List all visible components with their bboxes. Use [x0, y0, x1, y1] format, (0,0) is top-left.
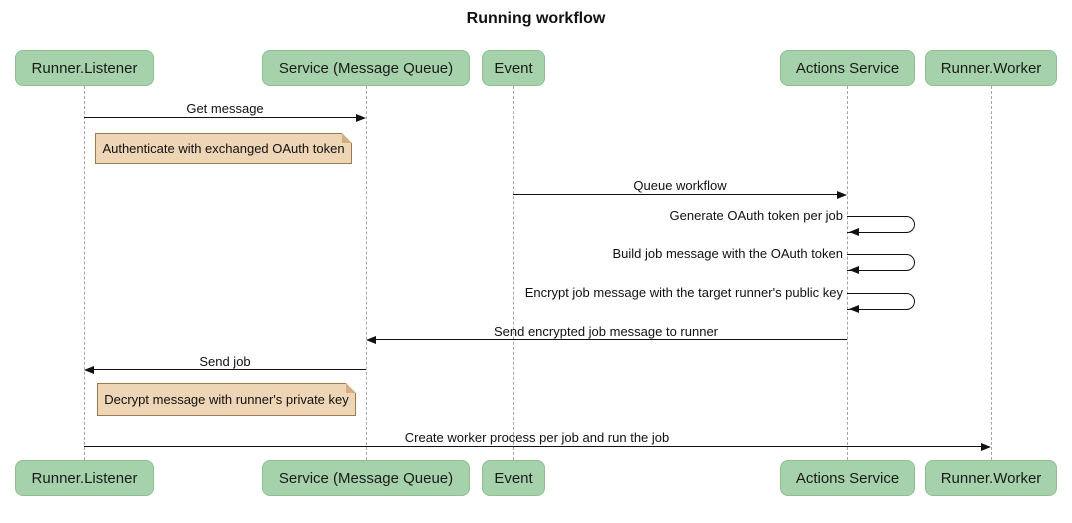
- arrowhead-right-icon: [837, 190, 847, 199]
- self-loop-generate-oauth-token: [847, 216, 915, 233]
- actor-bottom-event: Event: [482, 460, 545, 496]
- message-label-queue-workflow: Queue workflow: [633, 178, 727, 193]
- message-label-build-job-message: Build job message with the OAuth token: [612, 246, 843, 261]
- actor-top-service-message-queue: Service (Message Queue): [262, 50, 470, 86]
- arrowhead-left-icon: [849, 304, 859, 313]
- message-label-encrypt-job-message: Encrypt job message with the target runn…: [524, 285, 843, 300]
- actor-top-event: Event: [482, 50, 545, 86]
- lifeline-runner-worker: [991, 86, 992, 460]
- message-label-send-job: Send job: [199, 354, 251, 369]
- actor-top-runner-listener: Runner.Listener: [15, 50, 154, 86]
- message-label-generate-oauth-token: Generate OAuth token per job: [669, 208, 843, 223]
- self-loop-build-job-message: [847, 254, 915, 271]
- message-label-send-encrypted-job: Send encrypted job message to runner: [493, 324, 719, 339]
- actor-bottom-runner-worker: Runner.Worker: [925, 460, 1057, 496]
- message-line-get-message: [84, 117, 357, 118]
- lifeline-service-message-queue: [366, 86, 367, 460]
- message-label-create-worker: Create worker process per job and run th…: [404, 430, 670, 445]
- arrowhead-right-icon: [981, 442, 991, 451]
- message-label-get-message: Get message: [186, 101, 264, 116]
- arrowhead-left-icon: [366, 335, 376, 344]
- lifeline-event: [513, 86, 514, 460]
- diagram-title: Running workflow: [466, 10, 606, 27]
- arrowhead-left-icon: [84, 365, 94, 374]
- actor-top-runner-worker: Runner.Worker: [925, 50, 1057, 86]
- actor-top-actions-service: Actions Service: [780, 50, 915, 86]
- self-loop-encrypt-job-message: [847, 293, 915, 310]
- note-authenticate: Authenticate with exchanged OAuth token: [95, 133, 352, 164]
- lifeline-runner-listener: [84, 86, 85, 460]
- actor-bottom-runner-listener: Runner.Listener: [15, 460, 154, 496]
- message-line-queue-workflow: [513, 194, 837, 195]
- lifeline-actions-service: [847, 86, 848, 460]
- message-line-send-job: [93, 369, 366, 370]
- actor-bottom-actions-service: Actions Service: [780, 460, 915, 496]
- message-line-send-encrypted-job: [375, 339, 847, 340]
- arrowhead-right-icon: [356, 113, 366, 122]
- actor-bottom-service-message-queue: Service (Message Queue): [262, 460, 470, 496]
- note-decrypt: Decrypt message with runner's private ke…: [97, 383, 356, 416]
- arrowhead-left-icon: [849, 265, 859, 274]
- arrowhead-left-icon: [849, 227, 859, 236]
- message-line-create-worker: [84, 446, 982, 447]
